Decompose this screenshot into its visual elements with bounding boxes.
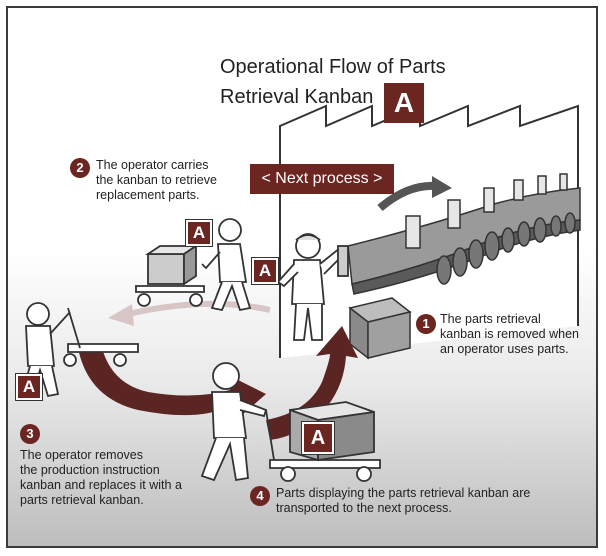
step-1-number: 1 [416,314,436,334]
diagram-frame: Operational Flow of Parts Retrieval Kanb… [6,6,598,548]
worker-carrying-kanban-figure [135,218,252,312]
kanban-card-on-box-icon: A [302,422,334,454]
step-2-line-3: replacement parts. [96,188,200,202]
step-2-caption: The operator carries the kanban to retri… [96,158,217,203]
title-line-2: Retrieval Kanban [220,86,374,108]
kanban-card-icon: A [252,258,278,284]
step-4-number: 4 [250,486,270,506]
step-3-line-1: The operator removes [20,448,143,462]
return-arrow-icon [127,300,271,317]
step-2-line-2: the kanban to retrieve [96,173,217,187]
kanban-a-badge: A [386,85,422,121]
scene-illustration [20,104,581,482]
diagram-title: Operational Flow of Parts Retrieval Kanb… [220,52,460,121]
title-line-1: Operational Flow of Parts [220,56,446,78]
step-1-line-2: kanban is removed when [440,327,579,341]
step-1-line-1: The parts retrieval [440,312,541,326]
step-1-caption: The parts retrieval kanban is removed wh… [440,312,579,357]
conveyor-direction-arrow-icon [377,181,437,212]
worker-at-line-figure [276,233,349,341]
kanban-card-icon: A [186,220,212,246]
conveyor-belt-icon [347,173,581,295]
step-2-number: 2 [70,158,90,178]
parts-box-icon [348,297,412,360]
step-4-line-2: transported to the next process. [276,501,452,515]
step-4-line-1: Parts displaying the parts retrieval kan… [276,486,531,500]
step-3-line-3: kanban and replaces it with a [20,478,182,492]
step-3-number: 3 [20,424,40,444]
step-1-line-3: an operator uses parts. [440,342,569,356]
worker-transporting-figure [200,362,381,482]
step-2-line-1: The operator carries [96,158,209,172]
step-4-caption: Parts displaying the parts retrieval kan… [276,486,530,516]
next-process-label: < Next process > [250,164,394,194]
step-3-caption: The operator removes the production inst… [20,448,182,508]
worker-left-figure [20,302,139,398]
kanban-card-icon: A [16,374,42,400]
step-3-line-2: the production instruction [20,463,160,477]
step-3-line-4: parts retrieval kanban. [20,493,144,507]
